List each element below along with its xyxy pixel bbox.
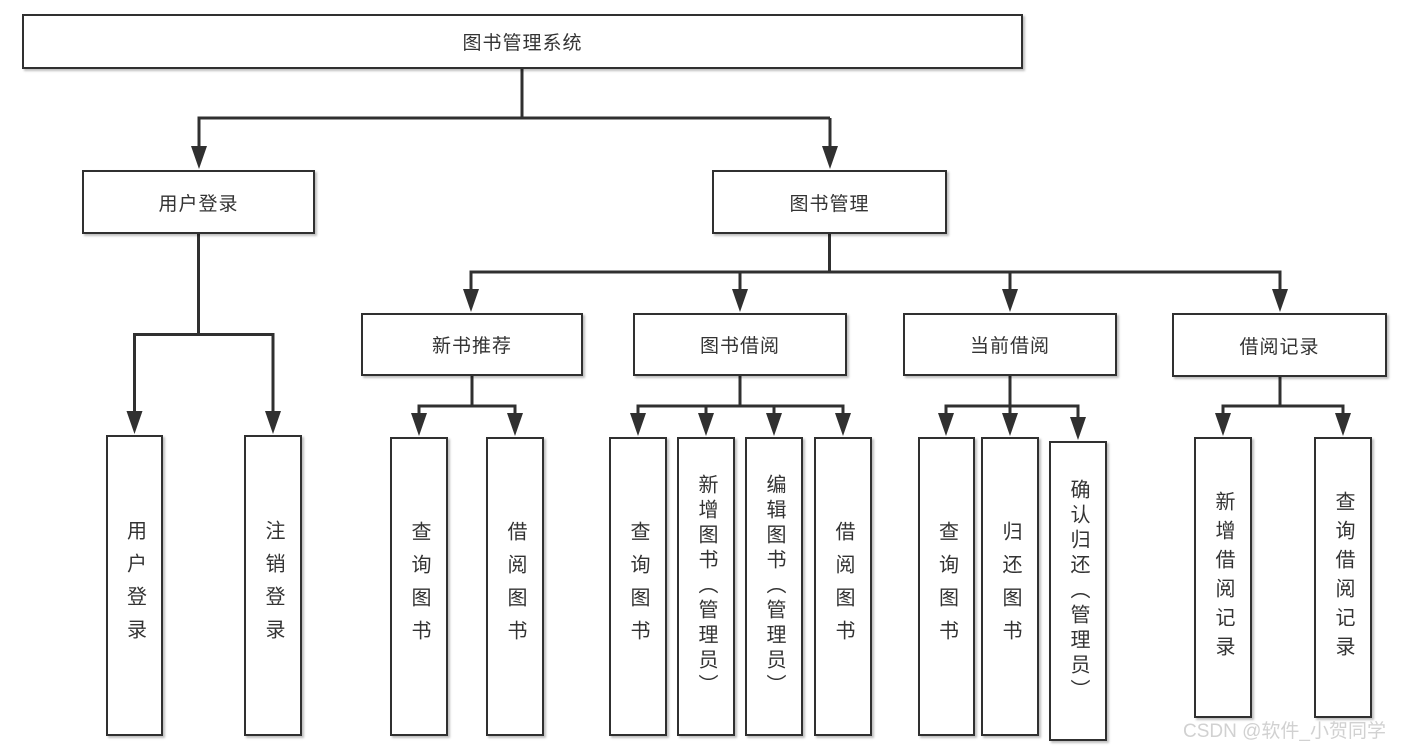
node-root-label: 图书管理系统 <box>462 33 583 54</box>
leaf-borrow-books-borrow-label: 借阅图书 <box>832 520 854 653</box>
leaf-logout-label: 注销登录 <box>262 519 284 652</box>
node-user-login-label: 用户登录 <box>158 193 239 215</box>
leaf-query-books-borrow-label: 查询图书 <box>627 520 649 653</box>
connector-root-to-level2 <box>197 69 832 148</box>
leaf-edit-book-admin: 编辑图书（管理员） <box>745 437 803 736</box>
leaf-query-books-recommend: 查询图书 <box>390 437 448 736</box>
connector-arrowheads <box>126 146 1351 440</box>
connector-bookmgmt-to-level3 <box>469 234 1282 292</box>
connector-current-to-leaves <box>944 376 1080 420</box>
leaf-query-borrow-record-label: 查询借阅记录 <box>1332 490 1354 665</box>
leaf-borrow-books-recommend-label: 借阅图书 <box>504 520 526 653</box>
leaf-logout: 注销登录 <box>244 435 302 736</box>
leaf-return-book-label: 归还图书 <box>999 520 1021 653</box>
leaf-confirm-return-admin: 确认归还（管理员） <box>1049 441 1107 741</box>
leaf-query-books-borrow: 查询图书 <box>609 437 667 736</box>
leaf-add-borrow-record: 新增借阅记录 <box>1194 437 1252 718</box>
leaf-edit-book-admin-label: 编辑图书（管理员） <box>763 474 785 699</box>
leaf-user-login: 用户登录 <box>106 435 163 736</box>
node-root: 图书管理系统 <box>22 14 1023 69</box>
connector-userlogin-to-leaves <box>133 234 275 413</box>
node-borrow-records-label: 借阅记录 <box>1239 336 1320 358</box>
node-borrow-records: 借阅记录 <box>1172 313 1387 377</box>
leaf-confirm-return-admin-label: 确认归还（管理员） <box>1067 478 1089 704</box>
node-user-login: 用户登录 <box>82 170 315 234</box>
node-book-borrow-label: 图书借阅 <box>699 336 780 357</box>
connector-records-to-leaves <box>1221 377 1345 416</box>
leaf-borrow-books-recommend: 借阅图书 <box>486 437 544 736</box>
node-new-book-recommend-label: 新书推荐 <box>431 336 512 357</box>
node-new-book-recommend: 新书推荐 <box>361 313 583 376</box>
connector-borrow-to-leaves <box>636 376 845 416</box>
node-book-management-label: 图书管理 <box>789 193 870 215</box>
leaf-add-book-admin-label: 新增图书（管理员） <box>695 474 717 699</box>
leaf-query-books-recommend-label: 查询图书 <box>408 520 430 653</box>
leaf-query-books-current-label: 查询图书 <box>935 520 958 653</box>
leaf-user-login-label: 用户登录 <box>123 519 146 652</box>
leaf-borrow-books-borrow: 借阅图书 <box>814 437 872 736</box>
leaf-query-books-current: 查询图书 <box>918 437 975 736</box>
leaf-query-borrow-record: 查询借阅记录 <box>1314 437 1372 718</box>
leaf-add-book-admin: 新增图书（管理员） <box>677 437 735 736</box>
connector-newbook-to-leaves <box>417 376 517 416</box>
node-current-borrow: 当前借阅 <box>903 313 1117 376</box>
leaf-add-borrow-record-label: 新增借阅记录 <box>1212 490 1234 665</box>
leaf-return-book: 归还图书 <box>981 437 1039 736</box>
watermark: CSDN @软件_小贺同学 <box>1183 721 1386 742</box>
node-book-management: 图书管理 <box>712 170 947 234</box>
node-book-borrow: 图书借阅 <box>633 313 847 376</box>
node-current-borrow-label: 当前借阅 <box>969 336 1050 357</box>
